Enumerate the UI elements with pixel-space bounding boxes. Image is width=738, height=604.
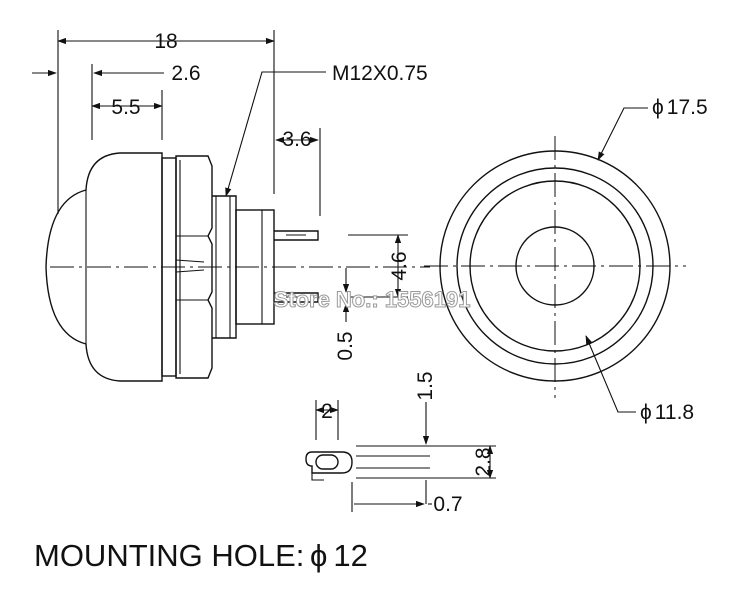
dim-0.7-label: 0.7 [433, 493, 462, 516]
dim-2.6-label: 2.6 [171, 62, 200, 85]
diameter-symbol: ϕ [640, 401, 652, 424]
dim-0.5-label: 0.5 [334, 331, 357, 360]
thread-leader [225, 71, 326, 197]
dim-2-label: 2 [321, 400, 333, 423]
front-outer-circle [439, 150, 671, 382]
terminal-upper [274, 230, 319, 241]
thread-spec-label: M12X0.75 [332, 62, 428, 85]
store-watermark: Store No.: 1556191 [274, 287, 471, 312]
diameter-symbol: ϕ [310, 538, 327, 573]
push-cap [45, 152, 163, 382]
nut-edge-line-4 [175, 269, 205, 273]
dim-1.5-label: 1.5 [414, 371, 437, 400]
front-inner-circle [469, 180, 641, 352]
dim-2.8-label: 2.8 [472, 447, 495, 476]
nut-edge-line-3 [175, 259, 205, 263]
diameter-symbol: ϕ [652, 96, 664, 119]
dia-11.8-leader [585, 335, 636, 413]
terminal-lower [274, 292, 319, 303]
dia-17.5-leader [597, 107, 648, 161]
terminal-profile [305, 451, 353, 474]
side-view: 18 2.6 5.5 3.6 M12X0.75 4.6 0.5 [32, 30, 430, 382]
front-ring-circle [456, 167, 654, 365]
dim-4.6-label: 4.6 [388, 251, 411, 280]
mounting-hole-label: MOUNTING HOLE: [34, 538, 304, 573]
dim-18-label: 18 [154, 30, 177, 53]
hex-nut [175, 155, 213, 379]
terminal-tab [311, 473, 324, 481]
terminal-detail: 2 1.5 2.8 0.7 [305, 371, 496, 516]
front-center-circle [515, 226, 595, 306]
terminal-hole [315, 454, 339, 470]
dim-5.5-label: 5.5 [111, 96, 140, 119]
switch-base [235, 209, 275, 325]
dim-3.6-label: 3.6 [282, 128, 311, 151]
